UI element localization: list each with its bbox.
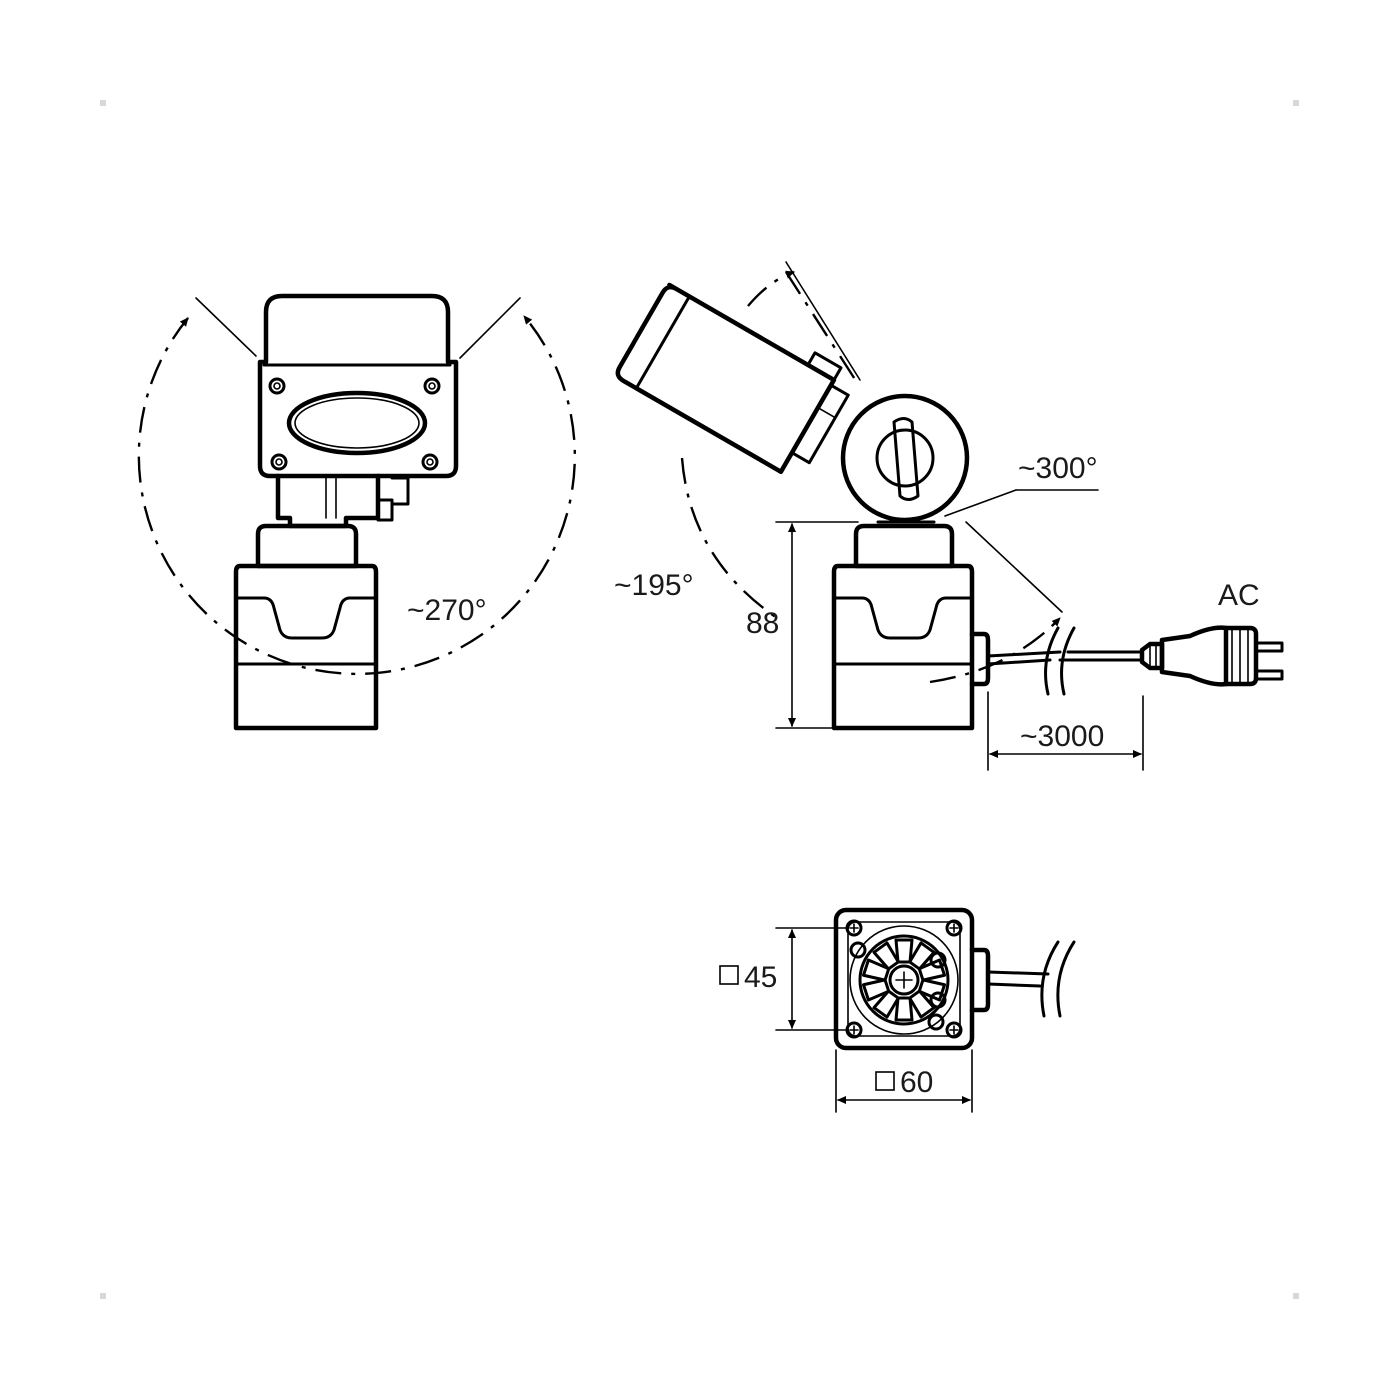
power-label: AC xyxy=(1218,579,1260,612)
square-symbol-icon xyxy=(719,965,739,985)
angle-front-label: ~270° xyxy=(407,594,487,627)
angle-side-lower-label: ~195° xyxy=(614,569,694,602)
radial-vents xyxy=(861,938,947,1022)
square-symbol-icon xyxy=(875,1071,895,1091)
side-view: AC ~300° ~195° 88 ~3000 xyxy=(614,261,1284,771)
base-large-label: 60 xyxy=(900,1066,933,1099)
bottom-view: 45 60 xyxy=(719,907,1076,1113)
cable-length-label: ~3000 xyxy=(1020,720,1104,753)
corner-marks xyxy=(100,100,1299,1299)
height-label: 88 xyxy=(746,607,779,640)
plug-icon xyxy=(1139,625,1284,687)
angle-side-upper-label: ~300° xyxy=(1018,452,1098,485)
base-small-label: 45 xyxy=(744,961,777,994)
front-view: ~270° xyxy=(137,293,576,731)
tilted-lamp-head xyxy=(615,282,850,475)
screw-icon xyxy=(268,377,441,471)
